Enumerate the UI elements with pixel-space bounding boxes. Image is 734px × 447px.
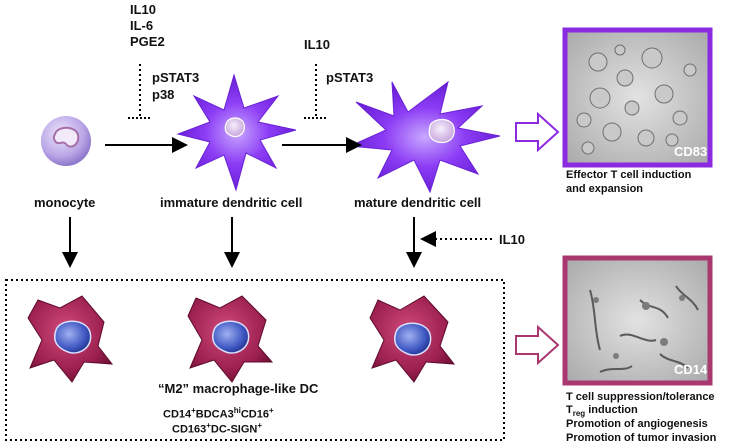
stimulus-il10: IL10 — [130, 2, 157, 17]
photo-cd14 — [562, 255, 713, 386]
photo-tag-cd83: CD83 — [674, 144, 708, 159]
outcome-bottom-line2: Treg induction — [566, 404, 638, 419]
stimulus-il10-2: IL10 — [304, 37, 331, 52]
inhibition-1 — [128, 64, 152, 119]
label-il10-side: IL10 — [499, 232, 526, 247]
open-arrow-top — [515, 111, 560, 153]
outcome-bottom-line1: T cell suppression/tolerance — [566, 391, 715, 403]
macrophage-cell-2 — [187, 295, 274, 383]
photo-cd83 — [562, 27, 713, 168]
macrophage-group-box — [5, 279, 505, 441]
outcome-top-line1: Effector T cell induction — [566, 169, 692, 181]
label-immature-dc: immature dendritic cell — [160, 195, 303, 210]
stimulus-pge2: PGE2 — [130, 34, 165, 49]
outcome-bottom-line4: Promotion of tumor invasion — [566, 432, 717, 444]
macrophage-title: “M2” macrophage-like DC — [158, 381, 319, 396]
monocyte-cell — [41, 116, 91, 166]
label-monocyte: monocyte — [34, 195, 96, 210]
signal-p38: p38 — [152, 87, 175, 102]
label-mature-dc: mature dendritic cell — [354, 195, 482, 210]
outcome-top-line2: and expansion — [566, 183, 644, 195]
macrophage-cell-1 — [27, 295, 114, 383]
macrophage-cell-3 — [369, 295, 456, 383]
signal-pstat3-1: pSTAT3 — [152, 70, 200, 85]
macrophage-markers-1: CD14+BDCA3hiCD16+ — [163, 406, 274, 421]
inhibition-2 — [304, 64, 328, 119]
open-arrow-bottom — [515, 324, 560, 366]
outcome-bottom-line3: Promotion of angiogenesis — [566, 418, 708, 430]
signal-pstat3-2: pSTAT3 — [326, 70, 374, 85]
immature-dendritic-cell — [176, 73, 297, 192]
stimulus-il6: IL-6 — [130, 18, 154, 33]
mature-dendritic-cell — [348, 80, 501, 194]
macrophage-markers-2: CD163+DC-SIGN+ — [172, 421, 263, 436]
photo-tag-cd14: CD14 — [674, 362, 708, 377]
